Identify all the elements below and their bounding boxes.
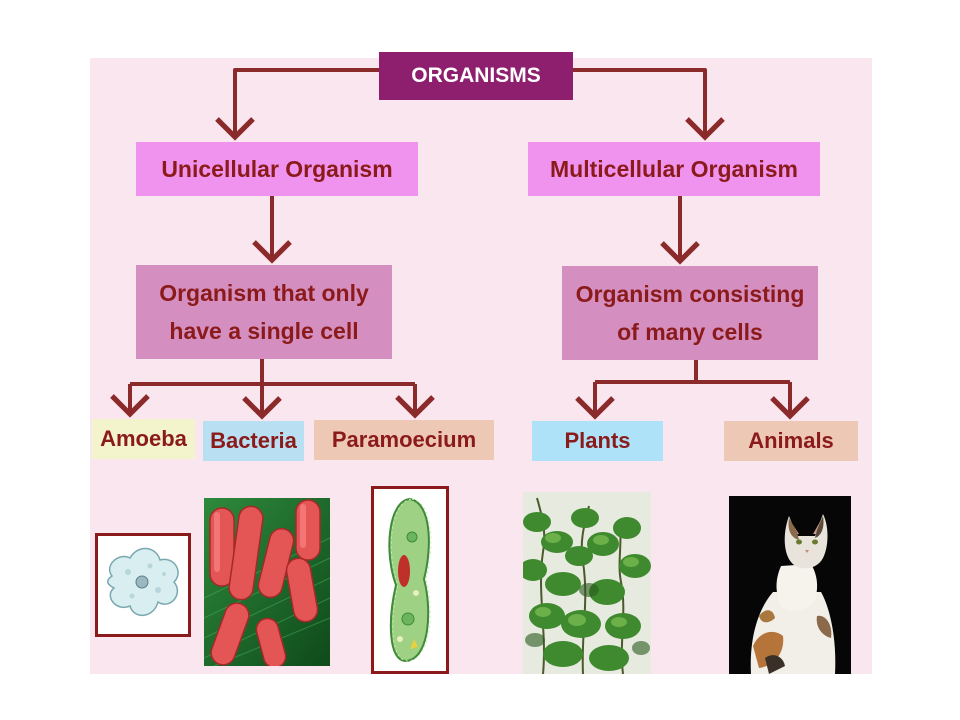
amoeba-image [95,533,191,637]
multicellular-description-box: Organism consisting of many cells [562,266,818,360]
root-organisms-box: ORGANISMS [379,52,573,100]
plant-image [523,492,651,674]
unicellular-description-line1: Organism that only [159,280,369,306]
unicellular-description-line2: have a single cell [169,318,359,344]
branch-multicellular [595,360,790,384]
unicellular-box: Unicellular Organism [136,142,418,196]
paramoecium-label: Paramoecium [314,420,494,460]
multicellular-description-line1: Organism consisting [575,281,805,307]
multicellular-box: Multicellular Organism [528,142,820,196]
bacteria-image [204,498,330,666]
amoeba-label: Amoeba [92,419,195,459]
arrow-root-to-unicellular [215,68,379,141]
cat-image [729,496,851,674]
unicellular-description-box: Organism that only have a single cell [136,265,392,359]
animals-label: Animals [724,421,858,461]
arrow-root-to-multicellular [573,68,725,141]
multicellular-description-line2: of many cells [617,319,763,345]
paramoecium-image [371,486,449,674]
plants-label: Plants [532,421,663,461]
branch-unicellular [130,359,415,386]
bacteria-label: Bacteria [203,421,304,461]
